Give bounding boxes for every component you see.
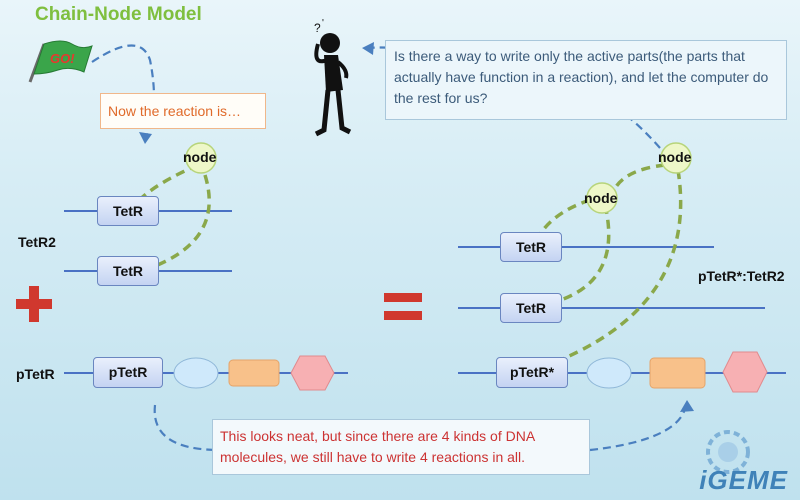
- right-chain-mid-top: [531, 198, 591, 249]
- left-part-tetr-top: TetR: [97, 196, 159, 226]
- svg-text:?: ?: [314, 21, 321, 35]
- plus-icon: [16, 286, 52, 322]
- svg-text:': ': [322, 18, 324, 29]
- right-complex-label: pTetR*:TetR2: [698, 268, 785, 284]
- equals-icon: [384, 293, 422, 320]
- right-node-mid-circle: [586, 182, 618, 214]
- left-node-label: node: [183, 149, 217, 165]
- left-chain-bottom: [149, 174, 211, 270]
- thinking-person-icon: ? ': [314, 18, 352, 137]
- igem-logo-icon: [706, 430, 750, 474]
- left-part-tetr-bottom: TetR: [97, 256, 159, 286]
- left-orange-part: [228, 359, 280, 387]
- arrow-head-node: [139, 132, 152, 144]
- go-flag-icon: GO!: [28, 40, 93, 83]
- right-node-mid-label: node: [584, 190, 618, 206]
- right-chain-to-promoter: [539, 169, 683, 370]
- igem-logo-text: iGEME: [699, 465, 788, 495]
- right-part-tetr-bottom: TetR: [500, 293, 562, 323]
- left-node-circle: [185, 142, 217, 174]
- arrow-head-question: [362, 42, 374, 55]
- right-orange-part: [649, 357, 706, 389]
- right-hexagon-part: [722, 351, 768, 393]
- question-callout: Is there a way to write only the active …: [385, 40, 787, 120]
- go-flag-text: GO!: [50, 51, 75, 66]
- left-dna-lines: [64, 210, 348, 374]
- slide-title: Chain-Node Model: [35, 4, 202, 25]
- bottom-callout: This looks neat, but since there are 4 k…: [212, 419, 590, 475]
- arrow-callout-to-right: [589, 404, 688, 452]
- left-ellipse-part: [173, 357, 219, 389]
- left-promoter-label: pTetR: [16, 366, 55, 382]
- arrow-head-right: [680, 400, 694, 412]
- left-hexagon-part: [290, 355, 335, 391]
- left-complex-label: TetR2: [18, 234, 56, 250]
- arrow-left-to-callout: [153, 404, 221, 452]
- right-node-top-label: node: [658, 149, 692, 165]
- left-part-ptetr: pTetR: [93, 357, 163, 388]
- right-part-tetr-top: TetR: [500, 232, 562, 262]
- right-ellipse-part: [586, 357, 632, 389]
- right-part-ptetr-star: pTetR*: [496, 357, 568, 388]
- right-node-top-circle: [660, 142, 692, 174]
- reaction-callout: Now the reaction is…: [100, 93, 266, 129]
- right-chain-node-link: [610, 163, 666, 196]
